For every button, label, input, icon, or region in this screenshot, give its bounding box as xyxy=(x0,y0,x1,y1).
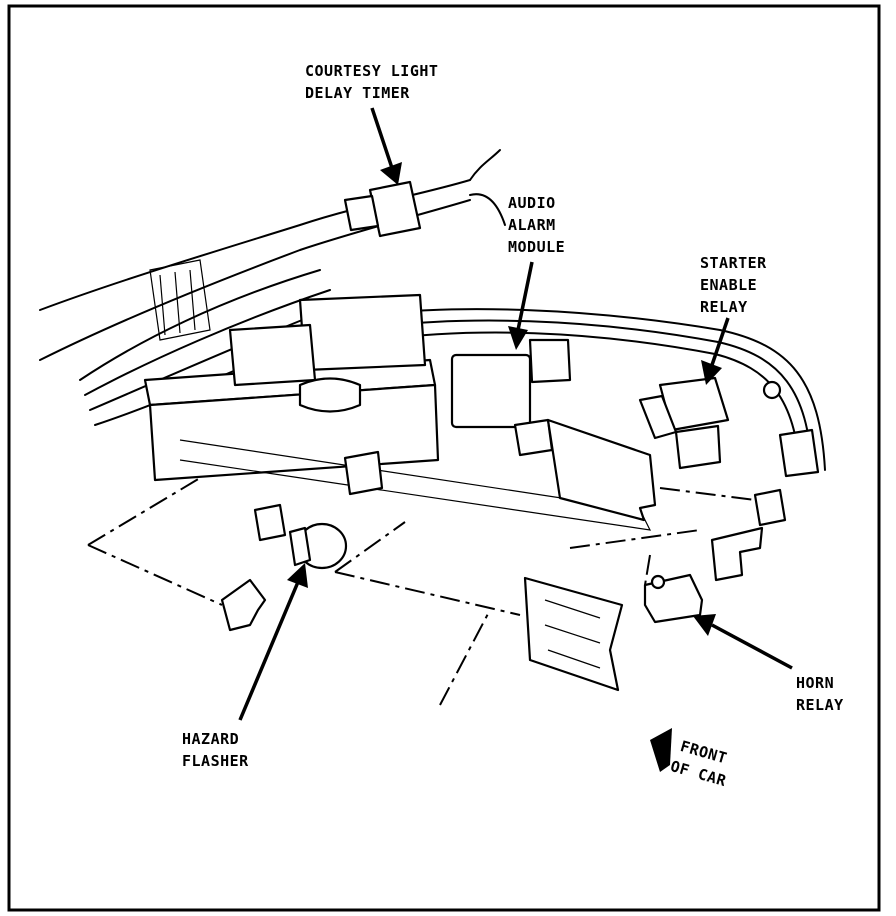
arrow-courtesy-timer xyxy=(370,107,394,169)
label-courtesy-light-delay-timer: COURTESY LIGHT DELAY TIMER xyxy=(305,62,439,102)
clip-4 xyxy=(343,450,384,496)
locator-lines xyxy=(87,477,756,706)
relay-plate xyxy=(546,418,657,522)
label-hazard-flasher: HAZARD FLASHER xyxy=(182,730,249,770)
arrow-starter-relay xyxy=(710,317,730,366)
clip-3 xyxy=(513,418,554,457)
arrow-audio-alarm xyxy=(516,261,534,331)
courtesy-light-delay-timer xyxy=(343,180,422,238)
mounting-bracket xyxy=(143,293,652,531)
callout-arrows xyxy=(238,107,793,721)
clip-left xyxy=(220,578,267,632)
label-audio-alarm-module: AUDIO ALARM MODULE xyxy=(508,194,566,256)
front-of-car-arrow-icon xyxy=(650,728,672,772)
arrow-hazard-flasher xyxy=(238,581,300,721)
label-starter-enable-relay: STARTER ENABLE RELAY xyxy=(700,254,767,316)
audio-alarm-module xyxy=(450,353,532,429)
diagram-frame xyxy=(7,4,881,912)
starter-enable-relay xyxy=(638,376,782,470)
clip-1 xyxy=(753,488,787,527)
horn-relay xyxy=(643,573,704,624)
hazard-flasher xyxy=(253,503,348,570)
label-horn-relay: HORN RELAY xyxy=(796,674,844,714)
arrow-horn-relay xyxy=(711,623,793,670)
right-connector xyxy=(778,428,820,478)
clip-2 xyxy=(710,526,764,582)
